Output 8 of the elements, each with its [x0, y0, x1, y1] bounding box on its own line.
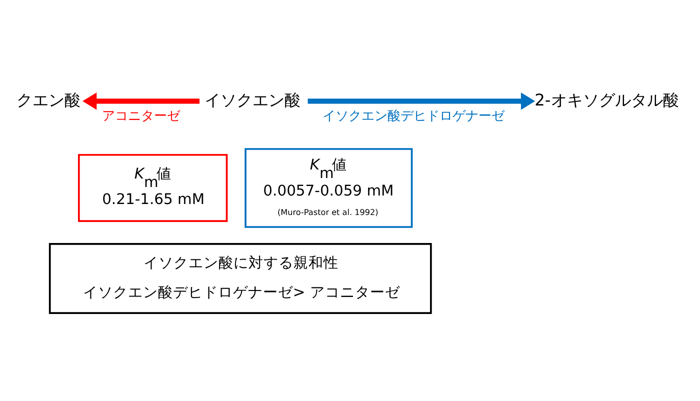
node-box: イソクエン酸に対する親和性 イソクエン酸デヒドロゲナーゼ> アコニターゼ — [48, 242, 432, 314]
node-text: 2-オキソグルタル酸 — [534, 90, 679, 110]
node-text: クエン酸 — [16, 90, 81, 110]
arrow — [82, 92, 200, 110]
node-text: イソクエン酸 — [204, 90, 300, 110]
edge-label: イソクエン酸デヒドロゲナーゼ — [322, 108, 505, 124]
edge-label: アコニターゼ — [102, 108, 180, 124]
arrow — [308, 92, 536, 110]
